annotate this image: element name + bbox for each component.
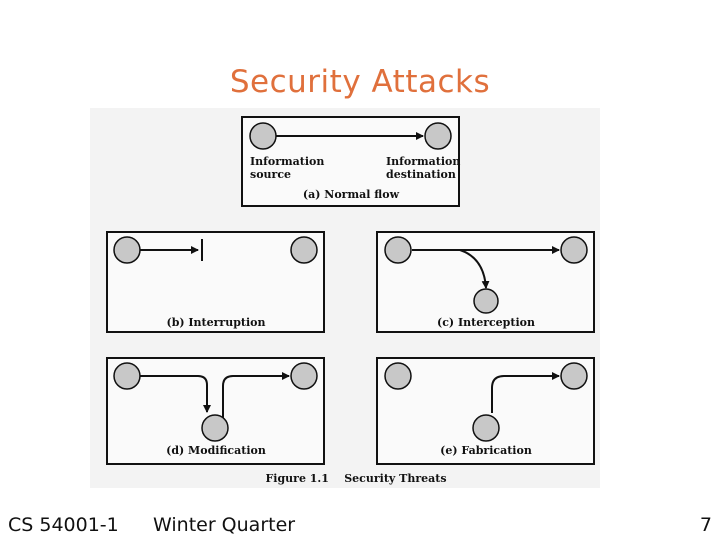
footer-page-number: 7: [699, 514, 712, 536]
panel-interception: (c) Interception: [376, 231, 595, 333]
source-node: [384, 236, 412, 264]
panel-title-interception: (c) Interception: [437, 316, 535, 329]
destination-label-line1: Information: [386, 155, 460, 168]
source-node: [384, 362, 412, 390]
panel-title-interruption: (b) Interruption: [166, 316, 265, 329]
panel-title-modification: (d) Modification: [166, 444, 266, 457]
modification-out-arrow: [222, 372, 290, 421]
destination-node: [560, 362, 588, 390]
panel-fabrication: (e) Fabrication: [376, 357, 595, 465]
destination-node: [290, 362, 318, 390]
source-label-line2: source: [250, 168, 291, 181]
source-node: [249, 122, 277, 150]
figure-caption: Figure 1.1 Security Threats: [265, 472, 446, 485]
panel-title-normal-flow: (a) Normal flow: [303, 188, 400, 201]
destination-node: [424, 122, 452, 150]
interception-arrow: [459, 249, 490, 289]
destination-node: [560, 236, 588, 264]
panel-interruption: (b) Interruption: [106, 231, 325, 333]
fabricator-node: [472, 414, 500, 442]
modification-in-arrow: [140, 375, 211, 413]
panel-frame: [106, 231, 325, 333]
security-threats-figure: Information source Information destinati…: [90, 108, 600, 488]
source-node: [113, 236, 141, 264]
modifier-node: [201, 414, 229, 442]
source-node: [113, 362, 141, 390]
panel-title-fabrication: (e) Fabrication: [440, 444, 532, 457]
fabrication-arrow: [491, 372, 560, 413]
destination-label-line2: destination: [386, 168, 456, 181]
source-label-line1: Information: [250, 155, 324, 168]
security-threats-diagram: Information source Information destinati…: [106, 116, 595, 485]
panel-modification: (d) Modification: [106, 357, 325, 465]
destination-node: [290, 236, 318, 264]
footer-term: Winter Quarter: [153, 514, 296, 536]
footer-course: CS 54001-1: [8, 514, 119, 536]
interceptor-node: [473, 288, 499, 314]
slide-title: Security Attacks: [229, 64, 491, 100]
panel-frame: [241, 116, 460, 207]
panel-normal-flow: Information source Information destinati…: [241, 116, 460, 207]
